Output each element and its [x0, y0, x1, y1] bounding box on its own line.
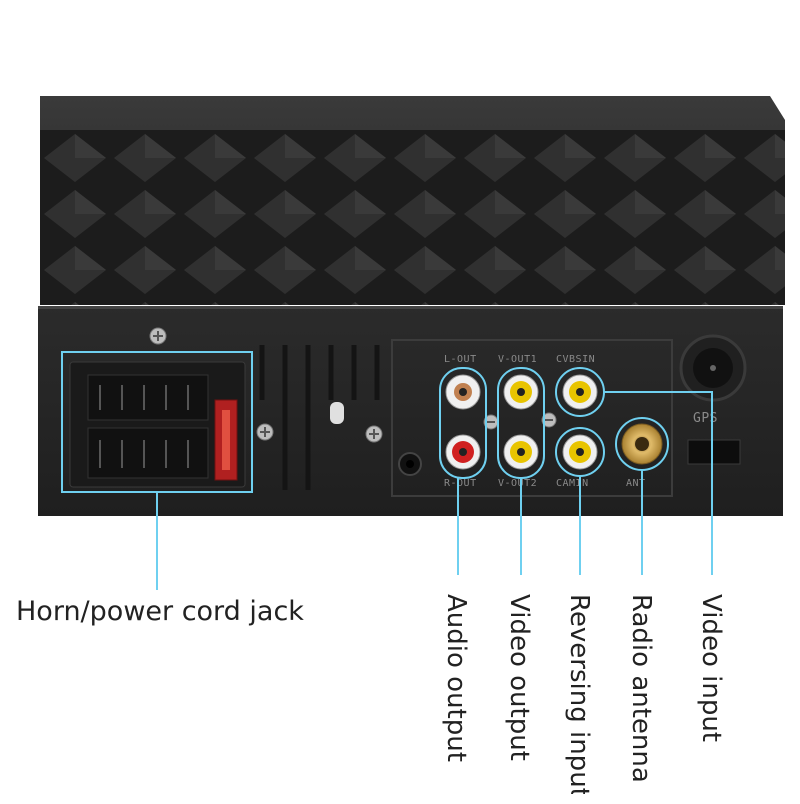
rca-jack-l-out: [445, 374, 481, 410]
label-reversing-input: Reversing input: [564, 594, 594, 794]
label-cvbsin: CVBSIN: [556, 354, 595, 365]
label-camin: CAMIN: [556, 478, 589, 489]
rca-jack-v-out2: [503, 434, 539, 470]
screw-icon: [256, 423, 274, 441]
label-v-out2: V-OUT2: [498, 478, 537, 489]
label-radio-antenna: Radio antenna: [626, 594, 656, 783]
screw-icon: [541, 412, 557, 428]
label-video-output: Video output: [504, 594, 534, 761]
screw-icon: [365, 425, 383, 443]
label-r-out: R-OUT: [444, 478, 477, 489]
audio-output-highlight: [439, 367, 487, 479]
label-audio-output: Audio output: [441, 594, 471, 762]
rca-jack-camin: [562, 434, 598, 470]
label-horn-power-cord-jack: Horn/power cord jack: [16, 596, 304, 627]
callout-lines: [156, 391, 713, 590]
rca-jack-cvbsin: [562, 374, 598, 410]
label-l-out: L-OUT: [444, 354, 477, 365]
antenna-jack: [621, 423, 663, 465]
label-v-out1: V-OUT1: [498, 354, 537, 365]
heatsink-fins: [40, 130, 785, 305]
switch: [330, 402, 344, 424]
label-ant: ANT: [626, 478, 646, 489]
label-gps: GPS: [693, 411, 718, 426]
gps-port: [679, 334, 747, 402]
vent-slots: [259, 345, 380, 490]
screw-icon: [149, 327, 167, 345]
usb-port: [687, 439, 741, 465]
label-video-input: Video input: [696, 594, 726, 742]
rca-jack-r-out: [445, 434, 481, 470]
connector-pins: [99, 385, 189, 468]
rca-jack-v-out1: [503, 374, 539, 410]
